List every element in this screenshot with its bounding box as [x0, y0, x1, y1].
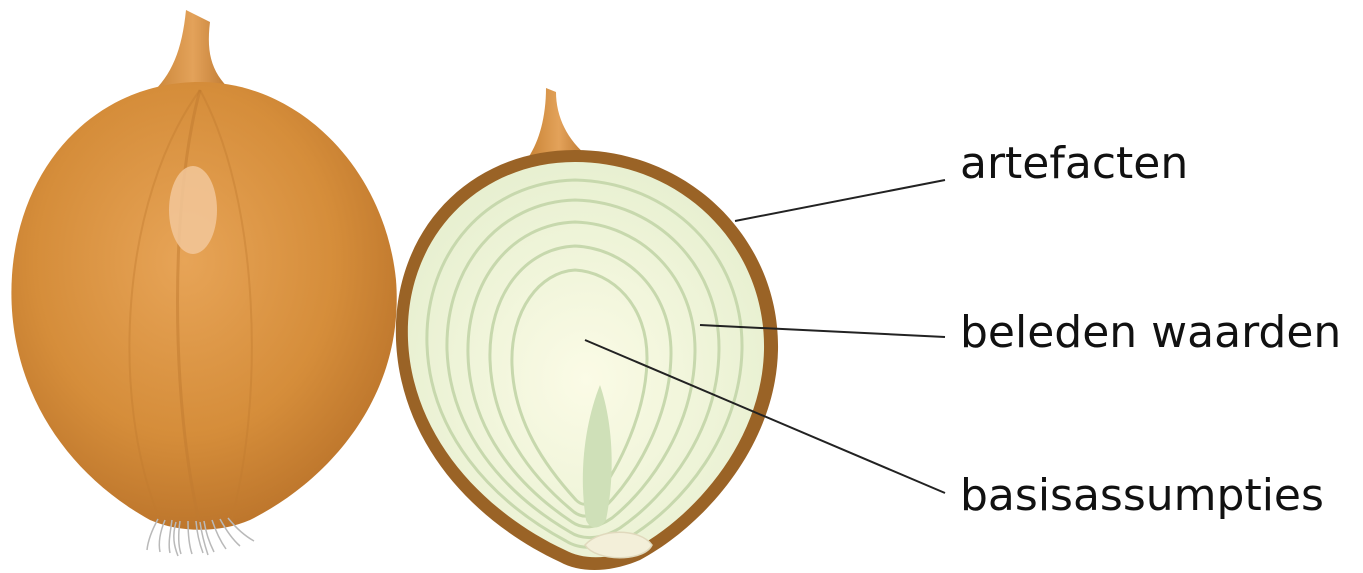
halved-onion-stem — [528, 88, 590, 158]
whole-onion — [11, 10, 396, 556]
whole-onion-highlight — [169, 166, 217, 254]
label-artefacten: artefacten — [960, 142, 1188, 186]
leader-line-artefacten — [735, 180, 945, 221]
halved-onion — [396, 88, 778, 570]
whole-onion-bulb — [11, 82, 396, 530]
label-basisassumpties: basisassumpties — [960, 474, 1324, 518]
label-beleden-waarden: beleden waarden — [960, 311, 1341, 355]
